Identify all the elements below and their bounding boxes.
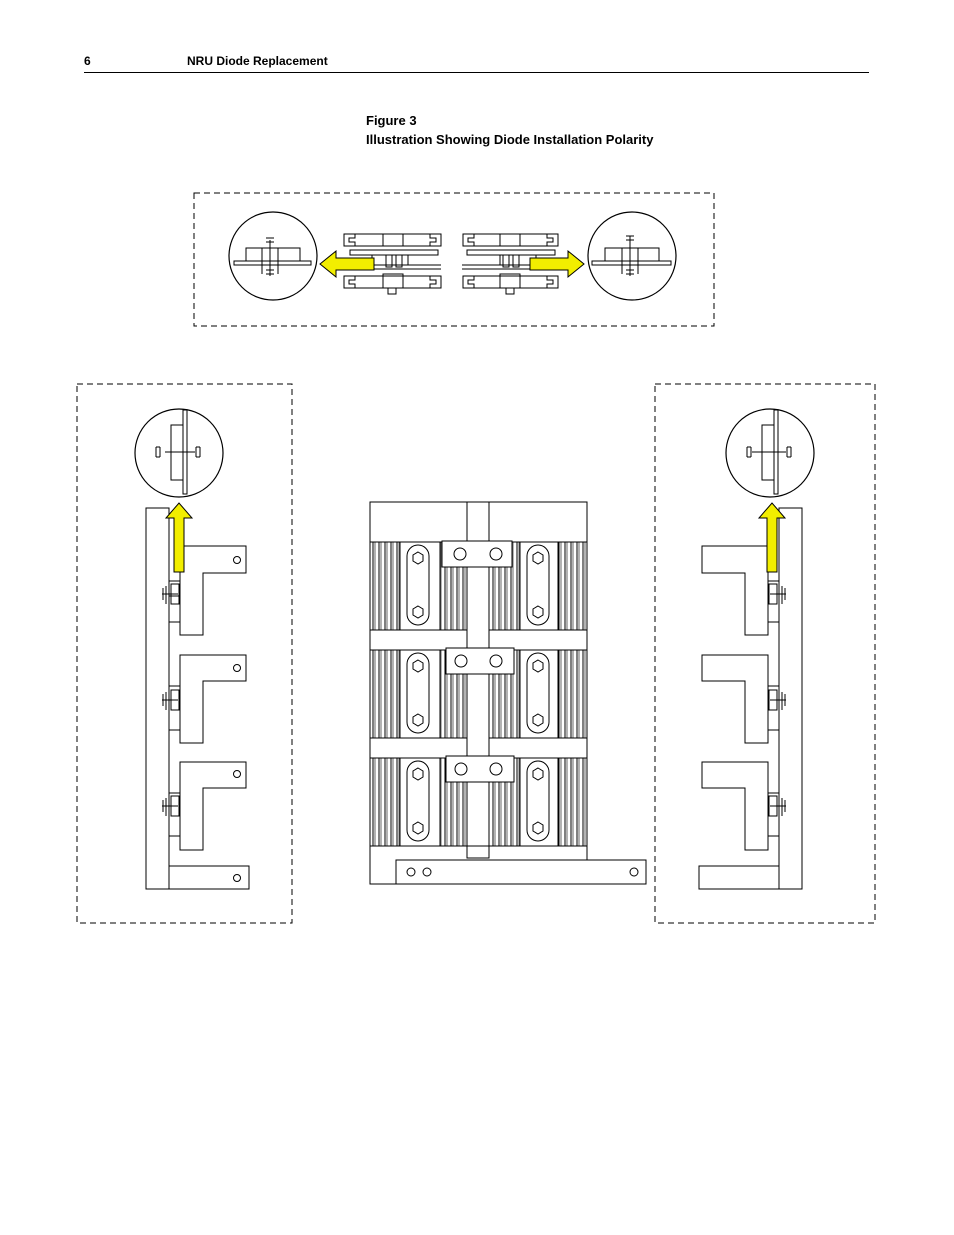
right-panel-detail-circle <box>726 409 814 497</box>
right-bracket-3 <box>702 762 786 850</box>
left-diode-detail-circle <box>229 212 317 300</box>
figure-title: Illustration Showing Diode Installation … <box>366 132 654 147</box>
page-number: 6 <box>84 54 91 68</box>
center-bottom-terminal <box>396 860 646 884</box>
left-panel-border <box>77 384 292 923</box>
page-header: 6 NRU Diode Replacement <box>84 54 869 73</box>
document-title: NRU Diode Replacement <box>187 54 328 68</box>
left-bracket-1 <box>162 546 246 635</box>
clamp-nuts <box>413 552 543 834</box>
right-polarity-arrow <box>530 251 584 277</box>
right-bus-bar <box>779 508 802 889</box>
center-rectifier-assembly <box>370 502 646 884</box>
top-panel-border <box>194 193 714 326</box>
figure-caption: Figure 3 Illustration Showing Diode Inst… <box>366 111 653 149</box>
left-bracket-2 <box>162 655 246 743</box>
left-bus-bar <box>146 508 169 889</box>
left-panel-detail-circle <box>135 409 223 497</box>
right-bracket-1 <box>702 546 786 635</box>
cross-links <box>442 541 514 782</box>
left-bracket-3 <box>162 762 246 850</box>
right-panel-polarity-arrow <box>759 503 785 572</box>
diode-clamps <box>407 545 549 841</box>
right-heatsink-assembly <box>462 234 560 294</box>
right-panel-border <box>655 384 875 923</box>
figure-number: Figure 3 <box>366 113 417 128</box>
right-side-view-panel <box>655 384 875 923</box>
left-side-view-panel <box>77 384 292 923</box>
right-bracket-2 <box>702 655 786 743</box>
left-bottom-terminal <box>169 866 249 889</box>
right-diode-detail-circle <box>588 212 676 300</box>
left-polarity-arrow <box>320 251 374 277</box>
left-panel-polarity-arrow <box>166 503 192 572</box>
right-bottom-terminal <box>699 866 779 889</box>
top-view-panel <box>194 193 714 326</box>
